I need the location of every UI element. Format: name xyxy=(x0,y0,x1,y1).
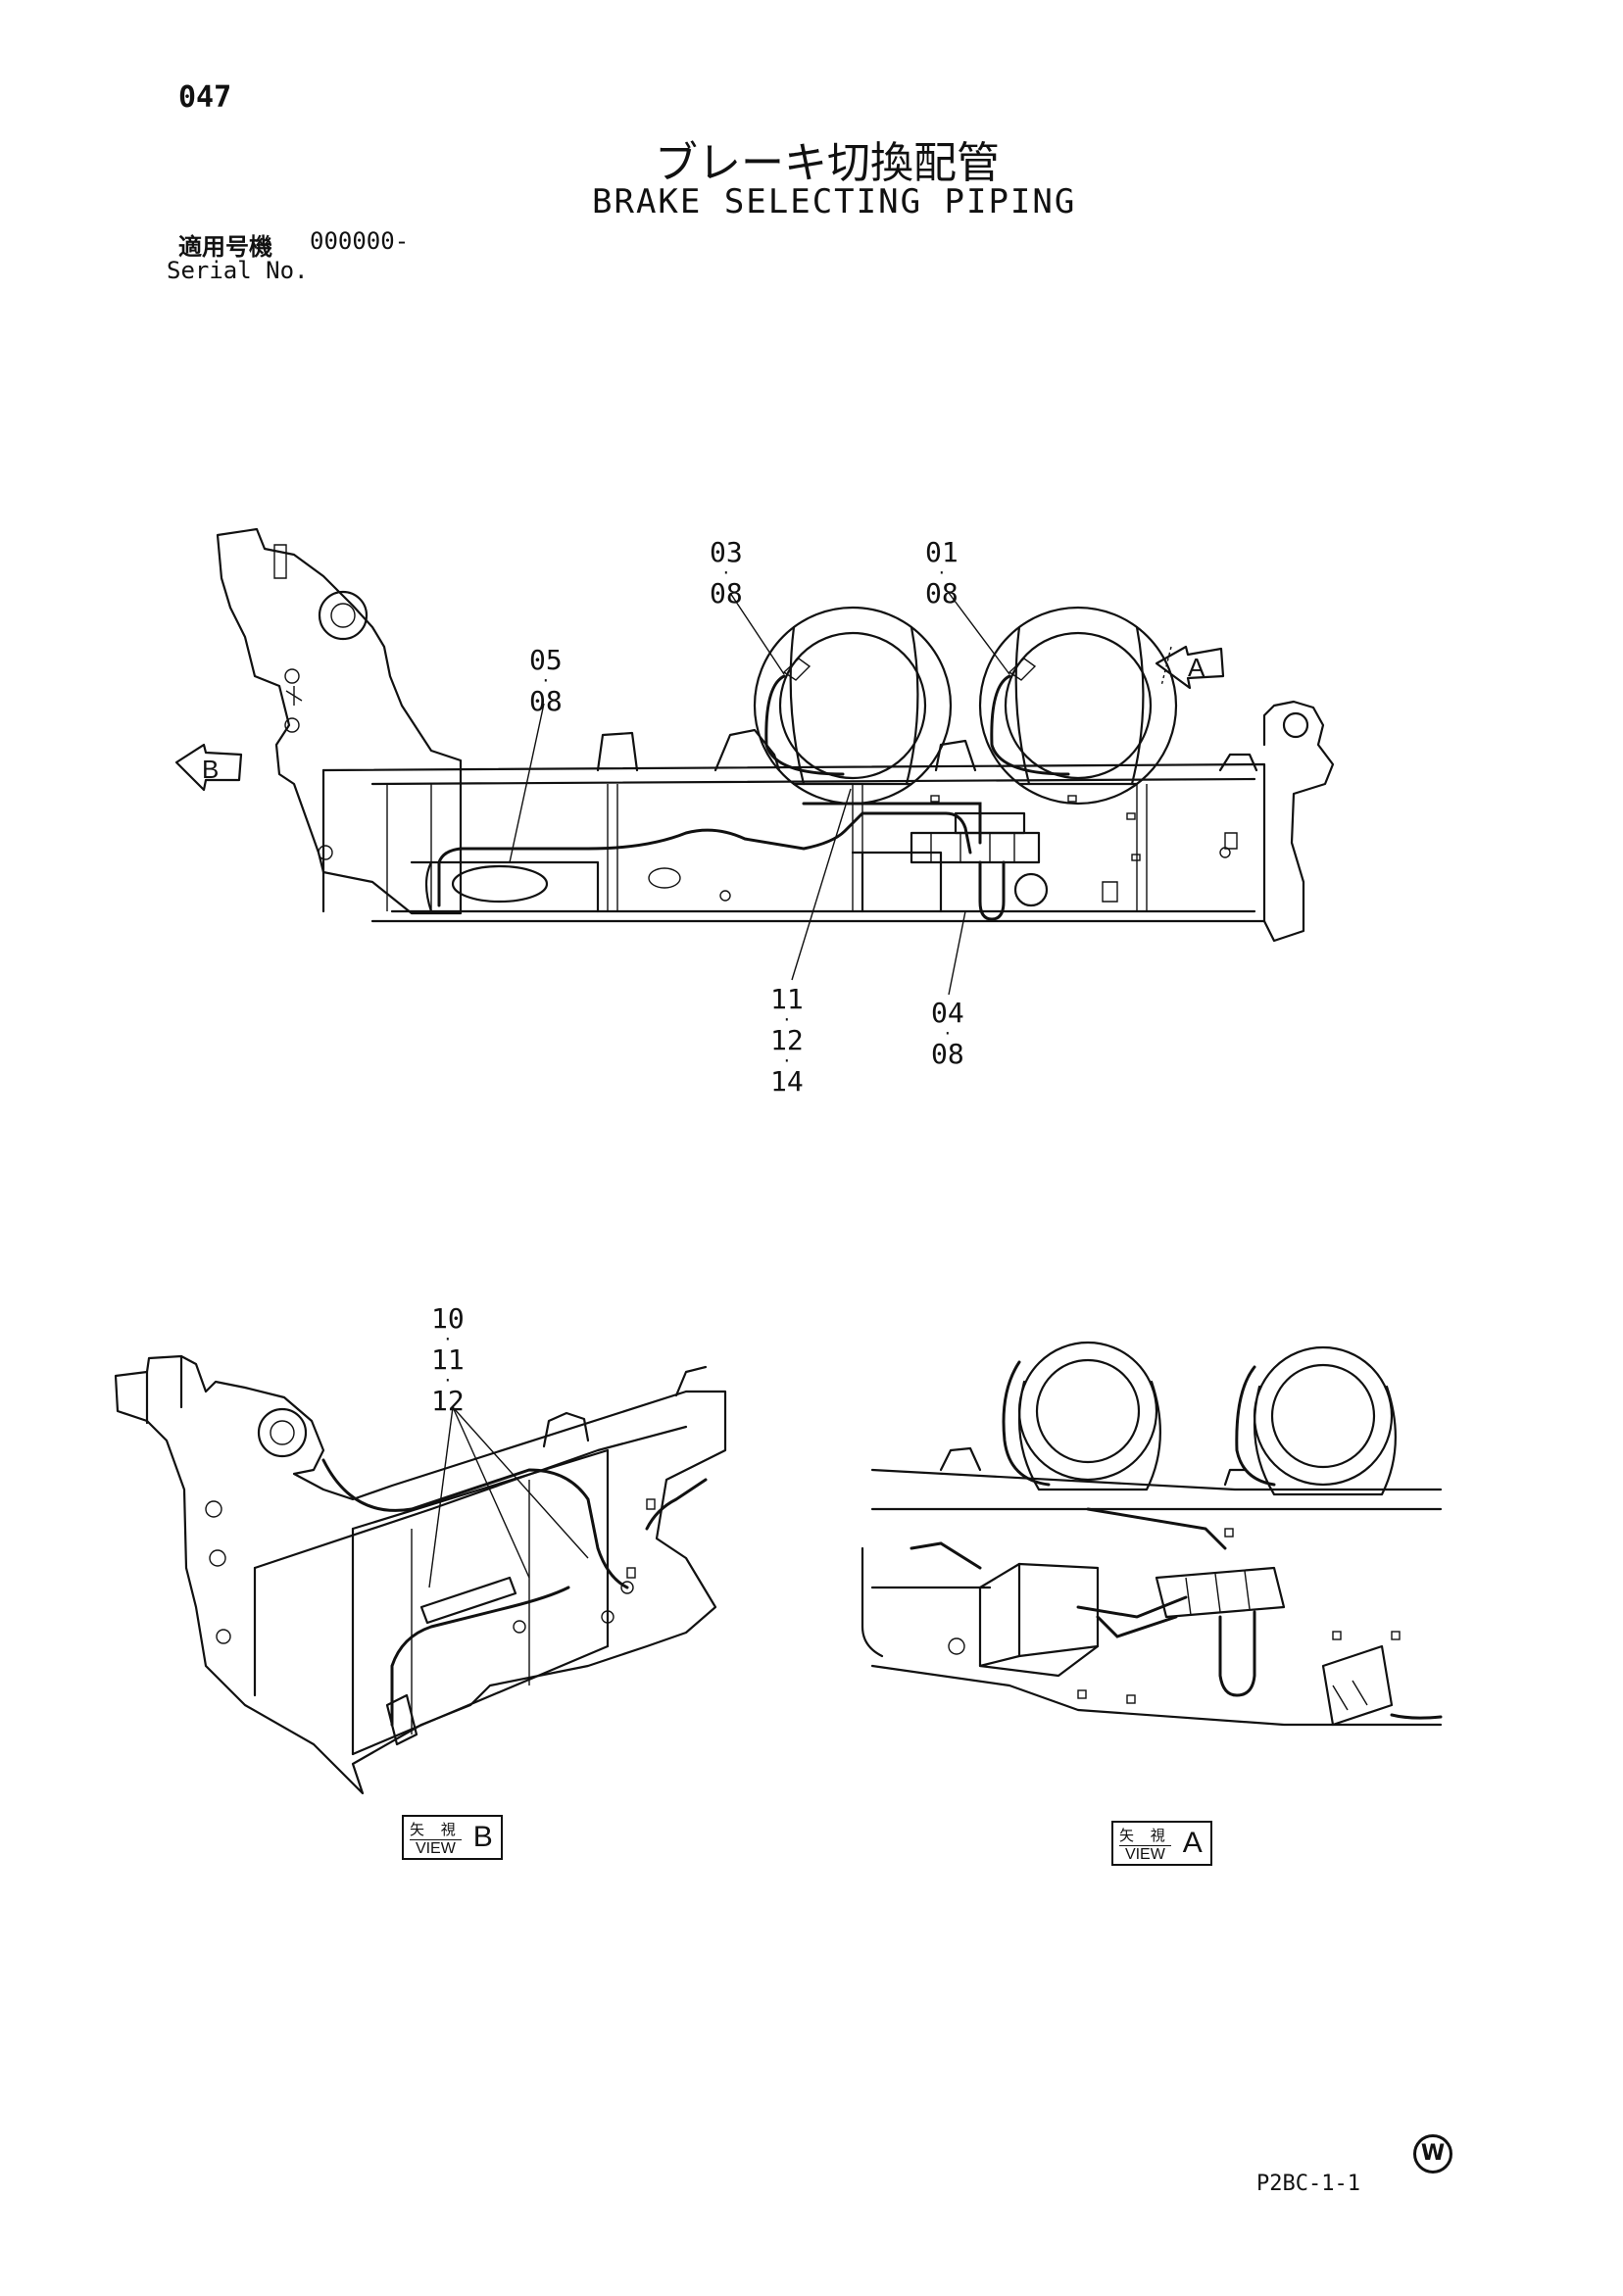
view-a-label: 矢 視 VIEW A xyxy=(1111,1821,1212,1866)
callout-05-08: 05·08 xyxy=(529,644,563,717)
view-b-label-japanese: 矢 視 xyxy=(410,1821,462,1840)
callout-11-12-14: 11·12·14 xyxy=(770,983,804,1098)
view-a-drawing xyxy=(861,1341,1443,1727)
view-b-drawing xyxy=(114,1354,727,1795)
title-japanese: ブレーキ切換配管 xyxy=(655,138,1000,188)
serial-label-english: Serial No. xyxy=(167,257,309,284)
view-a-label-japanese: 矢 視 xyxy=(1119,1827,1171,1846)
view-b-label-english: VIEW xyxy=(415,1840,456,1857)
title-english: BRAKE SELECTING PIPING xyxy=(592,182,1077,221)
callout-10-11-12: 10·11·12 xyxy=(431,1302,465,1417)
callout-03-08: 03·08 xyxy=(710,536,743,610)
view-b-arrow: B xyxy=(174,743,243,792)
view-b-arrow-letter: B xyxy=(202,755,219,784)
view-a-arrow: A xyxy=(1155,645,1225,690)
drawing-code: P2BC-1-1 xyxy=(1256,2172,1360,2196)
view-b-label: 矢 視 VIEW B xyxy=(402,1815,503,1860)
main-leader-lines xyxy=(509,592,1010,996)
view-a-letter: A xyxy=(1182,1827,1203,1859)
callout-01-08: 01·08 xyxy=(925,536,959,610)
view-a-arrow-letter: A xyxy=(1188,653,1205,682)
page-number: 047 xyxy=(178,80,232,115)
view-a-label-english: VIEW xyxy=(1124,1846,1165,1863)
main-frame-drawing xyxy=(216,527,1335,943)
serial-label-japanese: 適用号機 xyxy=(178,233,272,261)
w-circle-mark: W xyxy=(1413,2134,1452,2174)
callout-04-08: 04·08 xyxy=(931,997,964,1070)
serial-value: 000000- xyxy=(310,227,410,255)
view-b-letter: B xyxy=(472,1821,493,1853)
